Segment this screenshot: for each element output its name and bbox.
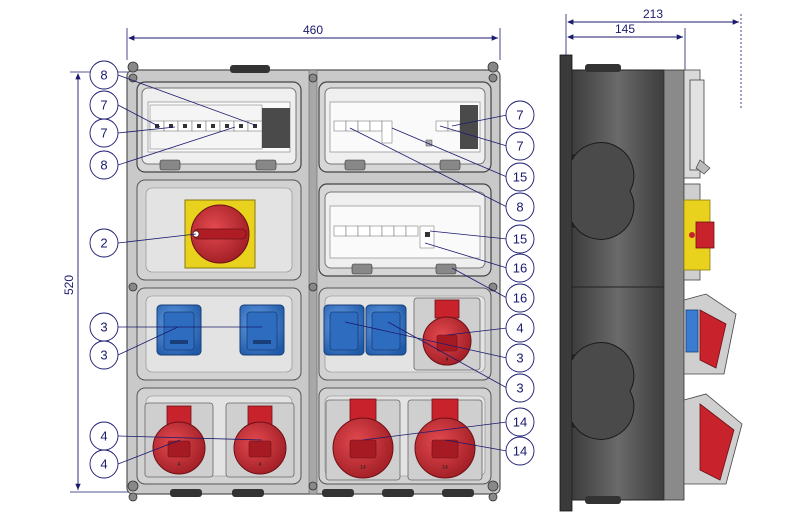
callout-number: 7 <box>516 139 523 154</box>
callout-bubble: 3 <box>505 343 535 373</box>
callout-number: 8 <box>516 200 523 215</box>
width-dimension-label: 460 <box>303 23 323 37</box>
red-socket-small: 4 <box>413 297 481 371</box>
callout-bubble: 16 <box>505 283 535 313</box>
callout-bubble: 2 <box>89 228 119 258</box>
blue-socket <box>365 304 407 356</box>
callout-number: 14 <box>513 415 527 430</box>
breaker-row-1 <box>149 104 290 150</box>
callout-bubble: 3 <box>89 312 119 342</box>
socket-label: 4 <box>446 357 449 363</box>
callout-bubble: 14 <box>505 436 535 466</box>
callout-bubble: 4 <box>89 449 119 479</box>
callout-number: 14 <box>513 444 527 459</box>
callout-bubble: 4 <box>505 313 535 343</box>
callout-bubble: 7 <box>89 118 119 148</box>
callout-bubble: 7 <box>89 90 119 120</box>
height-dimension-label: 520 <box>62 275 76 295</box>
callout-number: 4 <box>100 457 107 472</box>
callout-number: 15 <box>513 232 527 247</box>
callout-bubbles: 8 7 7 8 2 3 3 4 4 7 7 15 8 15 16 16 4 3 3 14 14 <box>89 60 535 479</box>
callout-circle <box>89 449 119 479</box>
callout-number: 8 <box>100 158 107 173</box>
callout-circle <box>505 283 535 313</box>
callout-circle <box>505 100 535 130</box>
socket-label: 4 <box>178 462 181 468</box>
red-socket-large: 14 <box>325 398 401 481</box>
cable-gland <box>230 65 270 73</box>
callout-circle <box>505 373 535 403</box>
callout-circle <box>505 343 535 373</box>
callout-circle <box>89 60 119 90</box>
callout-bubble: 7 <box>505 100 535 130</box>
callout-bubble: 15 <box>505 224 535 254</box>
side-width-dimension-label: 213 <box>643 7 663 21</box>
callout-bubble: 8 <box>505 192 535 222</box>
callout-number: 3 <box>100 320 107 335</box>
callout-number: 7 <box>100 98 107 113</box>
callout-number: 15 <box>513 170 527 185</box>
callout-number: 3 <box>516 381 523 396</box>
socket-label: 14 <box>442 465 448 471</box>
blue-socket <box>156 304 202 356</box>
callout-bubble: 15 <box>505 162 535 192</box>
callout-circle <box>505 253 535 283</box>
callout-number: 4 <box>100 429 107 444</box>
callout-bubble: 8 <box>89 60 119 90</box>
callout-number: 7 <box>516 108 523 123</box>
callout-bubble: 3 <box>505 373 535 403</box>
callout-circle <box>505 192 535 222</box>
callout-bubble: 16 <box>505 253 535 283</box>
callout-circle <box>89 150 119 180</box>
callout-number: 16 <box>513 291 527 306</box>
callout-circle <box>89 340 119 370</box>
callout-number: 2 <box>100 236 107 251</box>
callout-number: 8 <box>100 68 107 83</box>
callout-bubble: 3 <box>89 340 119 370</box>
side-depth-dimension-label: 145 <box>615 22 635 36</box>
socket-label: 14 <box>360 465 366 471</box>
callout-circle <box>505 224 535 254</box>
callout-number: 16 <box>513 261 527 276</box>
callout-circle <box>89 228 119 258</box>
front-view: 460 520 <box>62 23 535 502</box>
callout-circle <box>505 131 535 161</box>
callout-circle <box>89 118 119 148</box>
blue-socket <box>239 304 285 356</box>
callout-number: 3 <box>516 351 523 366</box>
callout-bubble: 14 <box>505 407 535 437</box>
callout-bubble: 8 <box>89 150 119 180</box>
callout-circle <box>505 407 535 437</box>
blue-socket <box>323 304 365 356</box>
callout-circle <box>505 436 535 466</box>
callout-number: 3 <box>100 348 107 363</box>
red-socket-large: 14 <box>407 398 483 481</box>
callout-number: 7 <box>100 126 107 141</box>
callout-bubble: 7 <box>505 131 535 161</box>
callout-number: 4 <box>516 321 523 336</box>
side-view: 213 145 <box>559 7 743 512</box>
callout-leaders <box>117 74 508 465</box>
callout-circle <box>505 162 535 192</box>
callout-bubble: 4 <box>89 421 119 451</box>
socket-label: 4 <box>259 462 262 468</box>
callout-circle <box>505 313 535 343</box>
